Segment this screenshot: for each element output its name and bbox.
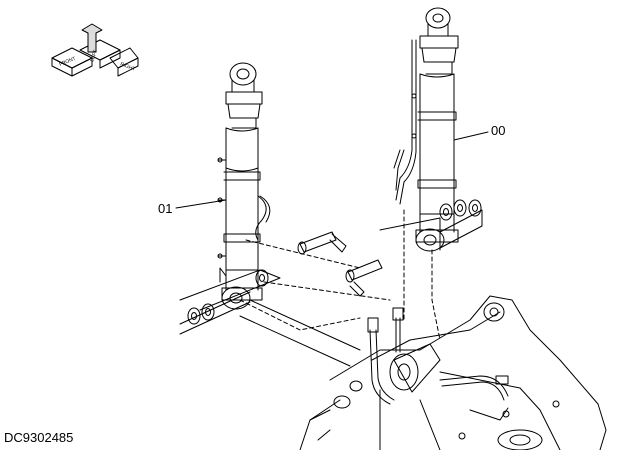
hydraulic-cylinder-01 [217,62,271,310]
compass-left-text: LEFT [89,49,99,63]
callout-label-01: 01 [158,201,173,216]
compass-right-text: RIGHT [119,61,136,72]
assembly-guide-lines [239,209,441,341]
orientation-compass-icon: FRONT RIGHT LEFT [51,23,139,77]
pin-washers-upper [439,199,483,249]
diagram-reference-number: DC9302485 [4,430,74,445]
pin-washers-lower [179,269,269,335]
callout-label-00: 00 [491,123,506,138]
hydraulic-cylinder-00 [393,7,459,252]
assembly-guide-lines-solid [179,217,441,367]
hydraulic-hoses-base [367,307,509,405]
callout-leader-lines [175,131,489,209]
boom-foot-structure [299,295,607,450]
cylinder-pins [297,231,383,297]
